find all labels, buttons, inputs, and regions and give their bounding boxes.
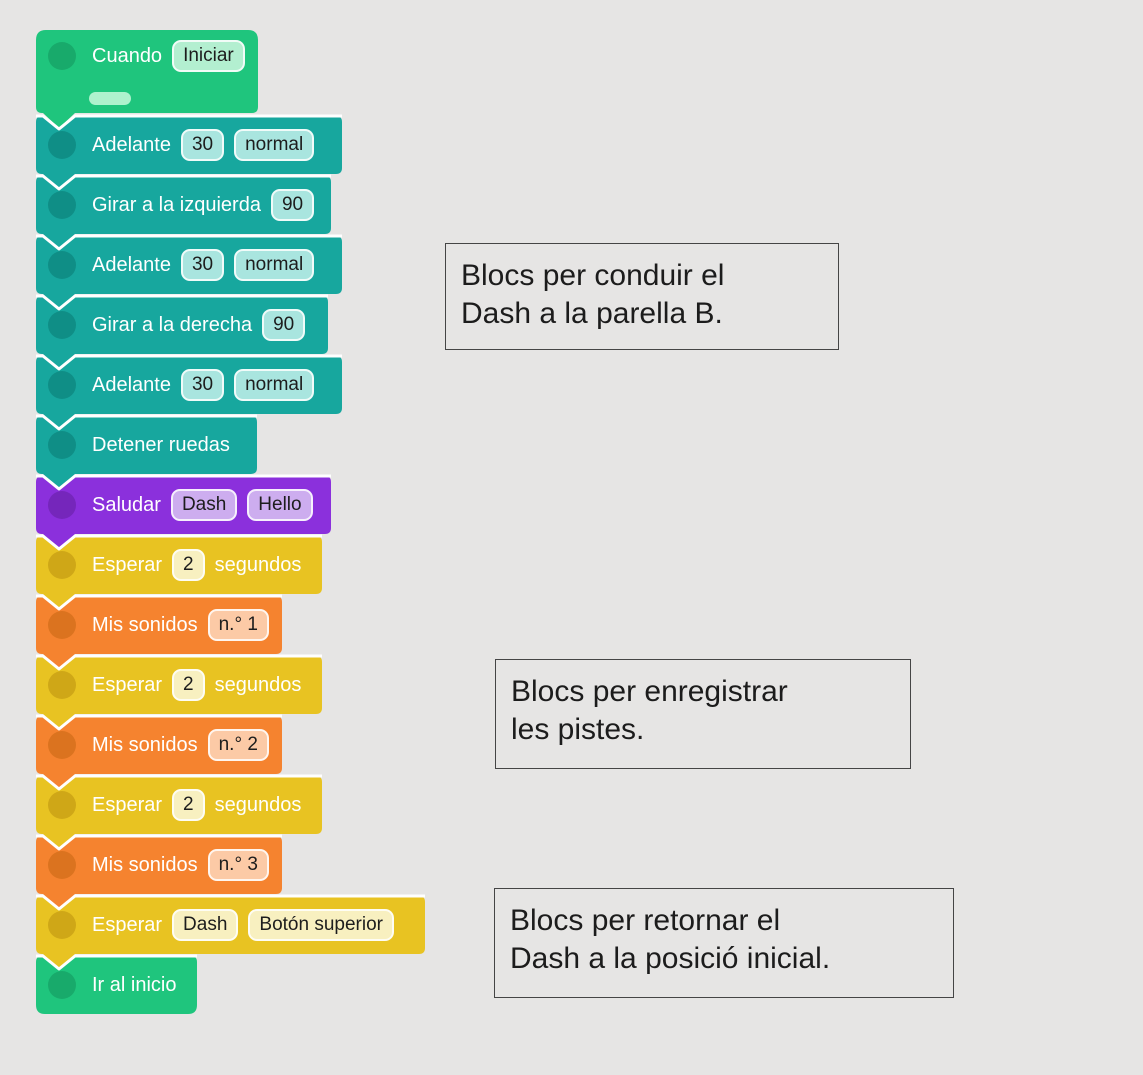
block-field[interactable]: n.° 3 xyxy=(208,849,269,882)
block-mis-sonidos-3[interactable]: Mis sonidos n.° 3 xyxy=(36,836,282,894)
block-content-row: Esperar 2 segundos xyxy=(36,656,322,714)
annotation-line: Blocs per enregistrar xyxy=(511,673,895,711)
block-ir-al-inicio[interactable]: Ir al inicio xyxy=(36,956,197,1014)
block-field[interactable]: n.° 2 xyxy=(208,729,269,762)
block-label: Adelante xyxy=(92,374,171,397)
block-label: segundos xyxy=(215,554,302,577)
block-label: Ir al inicio xyxy=(92,974,176,997)
block-field[interactable]: normal xyxy=(234,249,314,282)
block-field[interactable]: Dash xyxy=(171,489,237,522)
block-mis-sonidos-1[interactable]: Mis sonidos n.° 1 xyxy=(36,596,282,654)
block-field[interactable]: 30 xyxy=(181,129,224,162)
block-content-row: Adelante 30 normal xyxy=(36,356,342,414)
block-label: segundos xyxy=(215,674,302,697)
annotation-box-record: Blocs per enregistrar les pistes. xyxy=(495,659,911,769)
block-label: Mis sonidos xyxy=(92,734,198,757)
block-field[interactable]: Dash xyxy=(172,909,238,942)
block-field[interactable]: Hello xyxy=(247,489,312,522)
block-content-row: Esperar Dash Botón superior xyxy=(36,896,425,954)
block-saludar[interactable]: Saludar Dash Hello xyxy=(36,476,331,534)
block-content-row: Ir al inicio xyxy=(36,956,197,1014)
annotation-line: Dash a la posició inicial. xyxy=(510,940,938,978)
block-content-row: Saludar Dash Hello xyxy=(36,476,331,534)
block-content-row: Adelante 30 normal xyxy=(36,116,342,174)
block-slot-pill xyxy=(89,92,131,105)
block-field[interactable]: 30 xyxy=(181,369,224,402)
block-esperar-1[interactable]: Esperar 2 segundos xyxy=(36,536,322,594)
block-content-row: Girar a la derecha 90 xyxy=(36,296,328,354)
block-field[interactable]: 90 xyxy=(262,309,305,342)
block-content-row: Girar a la izquierda 90 xyxy=(36,176,331,234)
block-label: Girar a la derecha xyxy=(92,314,252,337)
block-esperar-dash-boton[interactable]: Esperar Dash Botón superior xyxy=(36,896,425,954)
block-girar-derecha[interactable]: Girar a la derecha 90 xyxy=(36,296,328,354)
block-content-row: Esperar 2 segundos xyxy=(36,776,322,834)
block-field[interactable]: 2 xyxy=(172,789,205,822)
block-cuando-iniciar[interactable]: Cuando Iniciar xyxy=(36,30,258,113)
block-label: Detener ruedas xyxy=(92,434,230,457)
annotation-box-drive: Blocs per conduir el Dash a la parella B… xyxy=(445,243,839,350)
block-field[interactable]: 2 xyxy=(172,549,205,582)
block-label: Adelante xyxy=(92,134,171,157)
block-content-row: Esperar 2 segundos xyxy=(36,536,322,594)
block-content-row: Mis sonidos n.° 1 xyxy=(36,596,282,654)
block-mis-sonidos-2[interactable]: Mis sonidos n.° 2 xyxy=(36,716,282,774)
block-content-row: Cuando Iniciar xyxy=(36,30,258,82)
annotation-line: Blocs per conduir el xyxy=(461,257,823,295)
block-label: Adelante xyxy=(92,254,171,277)
block-field[interactable]: Iniciar xyxy=(172,40,245,73)
block-content-row: Detener ruedas xyxy=(36,416,257,474)
annotation-line: Blocs per retornar el xyxy=(510,902,938,940)
block-label: Esperar xyxy=(92,794,162,817)
block-content-row: Adelante 30 normal xyxy=(36,236,342,294)
annotation-box-return: Blocs per retornar el Dash a la posició … xyxy=(494,888,954,998)
block-label: Mis sonidos xyxy=(92,854,198,877)
block-label: Esperar xyxy=(92,674,162,697)
block-label: Esperar xyxy=(92,914,162,937)
block-adelante-3[interactable]: Adelante 30 normal xyxy=(36,356,342,414)
block-label: Cuando xyxy=(92,45,162,68)
block-field[interactable]: 90 xyxy=(271,189,314,222)
block-field[interactable]: normal xyxy=(234,129,314,162)
block-label: Mis sonidos xyxy=(92,614,198,637)
block-detener-ruedas[interactable]: Detener ruedas xyxy=(36,416,257,474)
block-girar-izquierda[interactable]: Girar a la izquierda 90 xyxy=(36,176,331,234)
block-adelante-2[interactable]: Adelante 30 normal xyxy=(36,236,342,294)
annotation-line: Dash a la parella B. xyxy=(461,295,823,333)
block-adelante-1[interactable]: Adelante 30 normal xyxy=(36,116,342,174)
block-field[interactable]: normal xyxy=(234,369,314,402)
block-content-row: Mis sonidos n.° 2 xyxy=(36,716,282,774)
block-label: Saludar xyxy=(92,494,161,517)
block-esperar-2[interactable]: Esperar 2 segundos xyxy=(36,656,322,714)
block-esperar-3[interactable]: Esperar 2 segundos xyxy=(36,776,322,834)
block-label: Girar a la izquierda xyxy=(92,194,261,217)
annotation-line: les pistes. xyxy=(511,711,895,749)
block-field[interactable]: 30 xyxy=(181,249,224,282)
block-field[interactable]: n.° 1 xyxy=(208,609,269,642)
block-field[interactable]: 2 xyxy=(172,669,205,702)
block-field[interactable]: Botón superior xyxy=(248,909,394,942)
block-content-row: Mis sonidos n.° 3 xyxy=(36,836,282,894)
block-label: segundos xyxy=(215,794,302,817)
block-label: Esperar xyxy=(92,554,162,577)
